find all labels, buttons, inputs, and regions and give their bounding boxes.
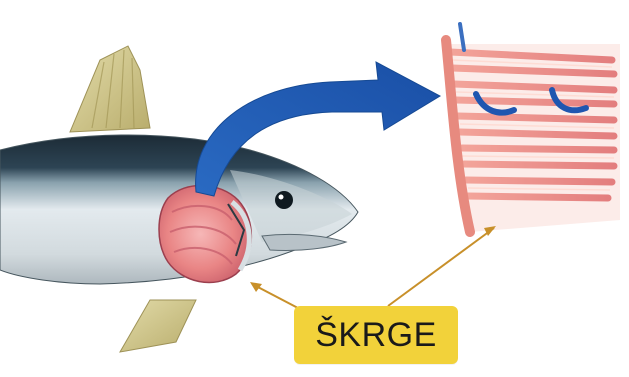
leader-line-closeup bbox=[388, 228, 494, 306]
fish-eye bbox=[275, 191, 293, 209]
label-box: ŠKRGE bbox=[294, 306, 458, 364]
fish-jaw bbox=[262, 234, 346, 250]
gill-closeup-illustration bbox=[444, 24, 620, 232]
pelvic-fin bbox=[120, 300, 196, 352]
fish-gill bbox=[159, 185, 251, 282]
label-text: ŠKRGE bbox=[315, 316, 437, 355]
